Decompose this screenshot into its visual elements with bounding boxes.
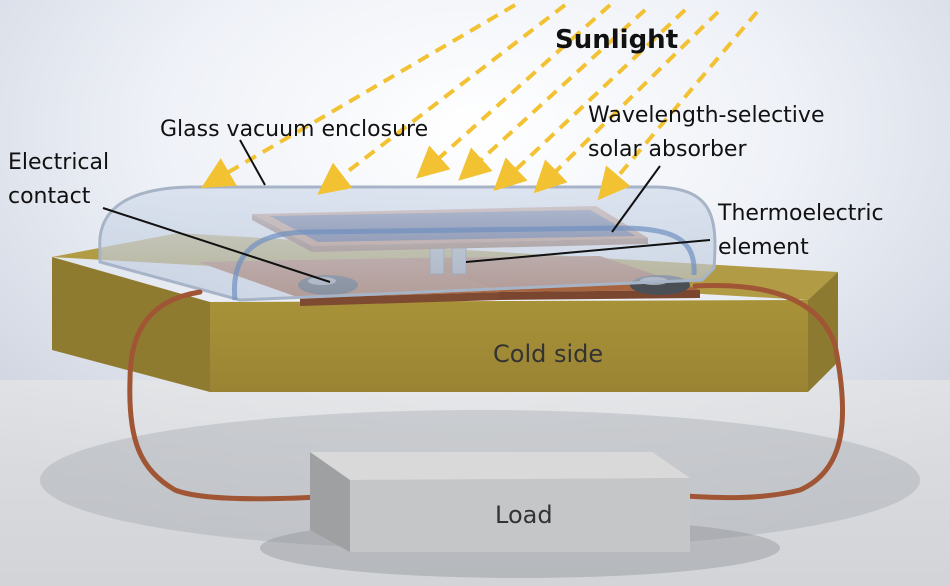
cold-block-right-face bbox=[808, 272, 838, 392]
sun-ray-6 bbox=[533, 10, 720, 194]
thermoelectric-label-line2: element bbox=[718, 235, 809, 260]
leader-lines bbox=[102, 139, 711, 283]
right-wire bbox=[682, 282, 846, 501]
left-wire bbox=[127, 289, 323, 502]
glass-enclosure-label: Glass vacuum enclosure bbox=[160, 117, 428, 142]
sun-ray-2 bbox=[317, 3, 567, 195]
sun-ray-3 bbox=[416, 3, 612, 179]
leader-thermoelectric bbox=[465, 239, 711, 263]
load-label: Load bbox=[495, 501, 553, 529]
sun-rays bbox=[201, 3, 759, 201]
load-left bbox=[310, 452, 350, 552]
load-top bbox=[310, 452, 690, 480]
glass-rim bbox=[231, 225, 697, 301]
contact-label-line1: Electrical bbox=[8, 150, 109, 175]
leader-absorber bbox=[611, 165, 661, 233]
sunlight-label: Sunlight bbox=[555, 25, 678, 55]
absorber-label-line2: solar absorber bbox=[588, 137, 747, 162]
leader-glass bbox=[239, 139, 266, 186]
cold-block-front-face bbox=[210, 300, 808, 392]
sun-ray-1 bbox=[201, 3, 517, 189]
cold-side-label: Cold side bbox=[493, 340, 603, 368]
absorber-label-line1: Wavelength-selective bbox=[588, 103, 824, 128]
glass-dome bbox=[98, 185, 717, 302]
load-box bbox=[310, 452, 690, 552]
contact-label-line2: contact bbox=[8, 184, 91, 209]
sun-ray-5 bbox=[493, 8, 687, 191]
load-front bbox=[350, 478, 690, 552]
leader-contact bbox=[102, 207, 331, 283]
left-electrode-edge bbox=[300, 292, 500, 306]
glass-vacuum-enclosure bbox=[98, 185, 717, 302]
thermoelectric-label-line1: Thermoelectric bbox=[717, 201, 884, 226]
cold-block-left-face bbox=[52, 257, 210, 392]
circuit-wires bbox=[127, 282, 846, 502]
